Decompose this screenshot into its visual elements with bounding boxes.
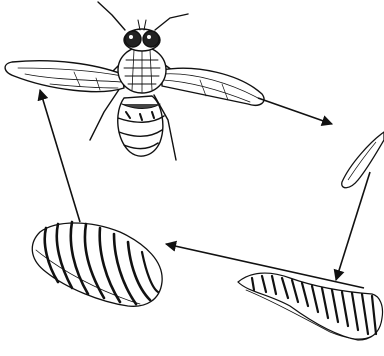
- right-eye: [143, 31, 159, 47]
- arrow-pupa-to-adult: [40, 90, 80, 222]
- pupa-illustration: [32, 222, 162, 306]
- arrow-adult-to-egg: [258, 98, 332, 124]
- left-wing: [5, 61, 124, 92]
- larva-illustration: [238, 273, 383, 340]
- left-eye: [125, 31, 141, 47]
- adult-fly-illustration: [5, 2, 264, 160]
- arrow-egg-to-larva: [336, 172, 370, 280]
- egg-illustration: [342, 132, 384, 188]
